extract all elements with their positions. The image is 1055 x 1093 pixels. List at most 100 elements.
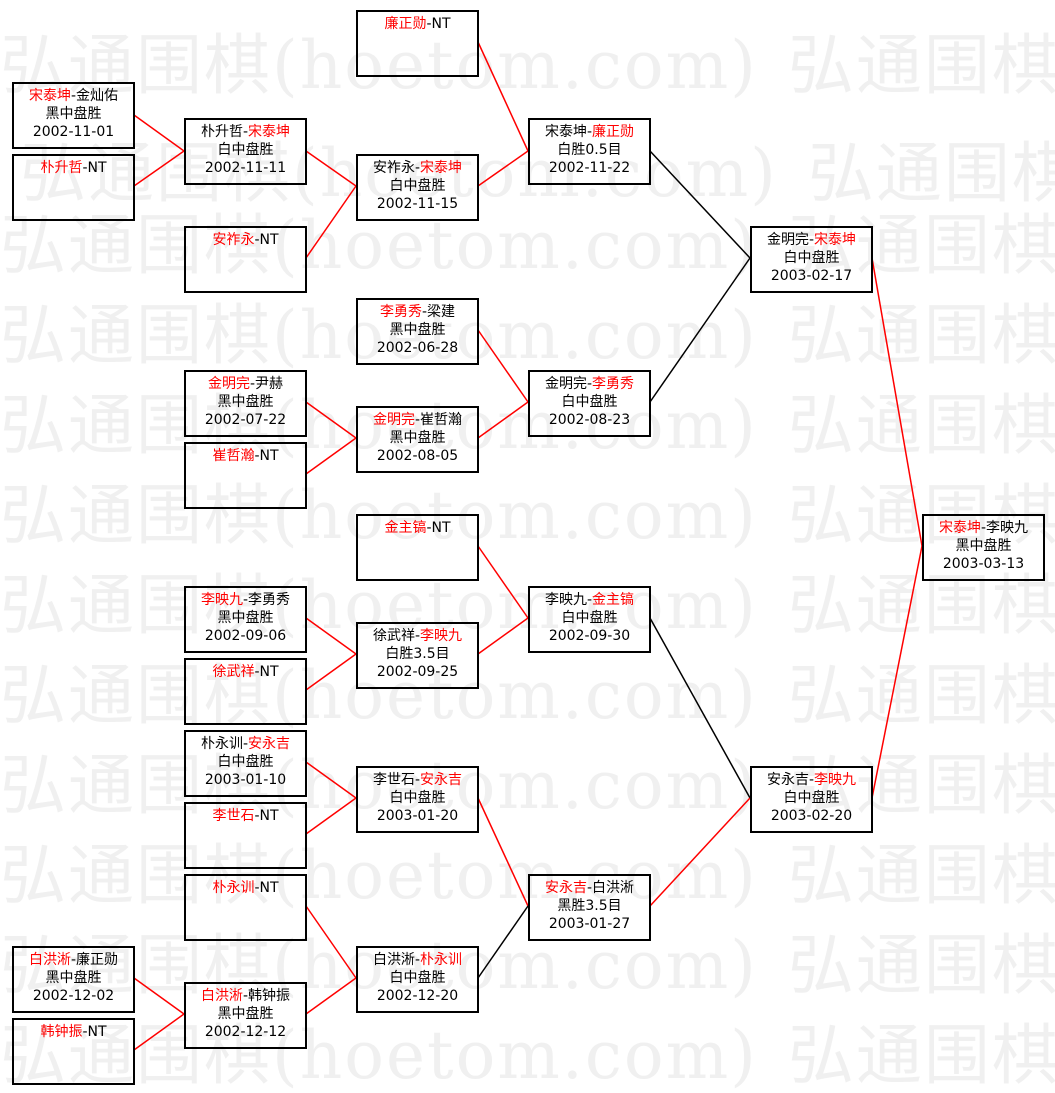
player-name: 崔哲瀚: [212, 448, 255, 464]
player-name: 朴永训: [200, 736, 243, 752]
player-name: NT: [87, 160, 107, 176]
match-date: 2003-01-20: [376, 808, 459, 824]
connector-line: [649, 617, 751, 799]
player-name: 李映九: [420, 628, 463, 644]
match-date: 2002-09-30: [548, 628, 631, 644]
player-name: 宋泰坤: [28, 88, 71, 104]
player-name: 安祚永: [212, 232, 255, 248]
player-name: 白洪淅: [372, 952, 415, 968]
connector-line: [477, 797, 529, 907]
player-name: 白洪淅: [592, 880, 635, 896]
watermark-text: 弘通围棋(hoetom.com)弘通围棋(hoetom.com): [0, 387, 1055, 464]
player-name: NT: [431, 520, 451, 536]
player-name: 李映九: [986, 520, 1029, 536]
match-box: 朴永训-安永吉 白中盘胜 2003-01-10: [184, 730, 307, 797]
match-box: 徐武祥-NT: [184, 658, 307, 725]
connector-line: [305, 185, 357, 259]
connector-line: [477, 150, 529, 187]
match-box: 崔哲瀚-NT: [184, 442, 307, 509]
connector-line: [305, 905, 357, 979]
match-result: 白中盘胜: [783, 790, 840, 806]
player-name: 李映九: [544, 592, 587, 608]
connector-line: [133, 1013, 185, 1051]
match-box: 宋泰坤-金灿佑 黑中盘胜 2002-11-01: [12, 82, 135, 149]
match-date: 2003-03-13: [942, 556, 1025, 572]
player-name: 安永吉: [766, 772, 809, 788]
match-result: 黑中盘胜: [217, 394, 274, 410]
match-box: 安祚永-宋泰坤 白中盘胜 2002-11-15: [356, 154, 479, 221]
player-name: 安永吉: [248, 736, 291, 752]
match-date: 2002-12-02: [32, 988, 115, 1004]
connector-line: [305, 437, 357, 475]
player-name: 韩钟振: [248, 988, 291, 1004]
match-result: 黑中盘胜: [45, 106, 102, 122]
match-box: 安永吉-白洪淅 黑胜3.5目 2003-01-27: [528, 874, 651, 941]
player-name: 李勇秀: [592, 376, 635, 392]
connector-line: [305, 401, 357, 439]
player-name: 徐武祥: [372, 628, 415, 644]
match-date: 2003-02-20: [770, 808, 853, 824]
match-result: 黑胜3.5目: [557, 898, 622, 914]
watermark-text: 弘通围棋(hoetom.com)弘通围棋(hoetom.com): [0, 657, 1055, 734]
match-box: 韩钟振-NT: [12, 1018, 135, 1085]
match-date: 2002-12-20: [376, 988, 459, 1004]
player-name: 朴永训: [420, 952, 463, 968]
player-name: 李勇秀: [379, 304, 422, 320]
match-result: 黑中盘胜: [955, 538, 1012, 554]
player-name: 梁建: [427, 304, 456, 320]
connector-line: [305, 150, 357, 187]
player-name: 朴升哲: [200, 124, 243, 140]
connector-line: [649, 257, 751, 403]
connector-line: [477, 905, 529, 979]
match-box: 白洪淅-韩钟振 黑中盘胜 2002-12-12: [184, 982, 307, 1049]
match-date: 2002-06-28: [376, 340, 459, 356]
connector-line: [305, 653, 357, 691]
watermark-text: 弘通围棋(hoetom.com)弘通围棋(hoetom.com): [0, 297, 1055, 374]
player-name: 韩钟振: [40, 1024, 83, 1040]
match-box: 李世石-NT: [184, 802, 307, 869]
match-box: 金主镐-NT: [356, 514, 479, 581]
connector-line: [133, 114, 185, 152]
connector-line: [649, 797, 751, 907]
match-result: 白胜0.5目: [557, 142, 622, 158]
connector-line: [305, 977, 357, 1015]
match-result: 白中盘胜: [561, 610, 618, 626]
match-box: 朴永训-NT: [184, 874, 307, 941]
match-date: 2002-09-06: [204, 628, 287, 644]
player-name: NT: [431, 16, 451, 32]
match-box: 安永吉-李映九 白中盘胜 2003-02-20: [750, 766, 873, 833]
player-name: 金明完: [766, 232, 809, 248]
connector-line: [477, 401, 529, 439]
match-date: 2002-07-22: [204, 412, 287, 428]
watermark-text: 弘通围棋(hoetom.com)弘通围棋(hoetom.com): [0, 747, 1055, 824]
final-match-box: 宋泰坤-李映九 黑中盘胜 2003-03-13: [922, 514, 1045, 581]
match-date: 2002-11-15: [376, 196, 459, 212]
player-name: 廉正勋: [76, 952, 119, 968]
player-name: NT: [259, 808, 279, 824]
match-result: 白中盘胜: [389, 178, 446, 194]
match-result: 白中盘胜: [561, 394, 618, 410]
match-date: 2002-09-25: [376, 664, 459, 680]
match-result: 白中盘胜: [389, 970, 446, 986]
connector-line: [477, 41, 529, 152]
match-box: 李世石-安永吉 白中盘胜 2003-01-20: [356, 766, 479, 833]
player-name: 白洪淅: [28, 952, 71, 968]
player-name: 李映九: [200, 592, 243, 608]
player-name: 金主镐: [592, 592, 635, 608]
match-box: 金明完-崔哲瀚 黑中盘胜 2002-08-05: [356, 406, 479, 473]
player-name: 金明完: [207, 376, 250, 392]
connector-line: [477, 545, 529, 619]
player-name: 金主镐: [384, 520, 427, 536]
match-box: 白洪淅-廉正勋 黑中盘胜 2002-12-02: [12, 946, 135, 1013]
watermark-text: 弘通围棋(hoetom.com)弘通围棋(hoetom.com): [0, 1017, 1055, 1093]
player-name: 李世石: [372, 772, 415, 788]
player-name: 安祚永: [372, 160, 415, 176]
connector-line: [871, 545, 923, 799]
player-name: NT: [259, 448, 279, 464]
match-date: 2002-11-11: [204, 160, 287, 176]
player-name: 宋泰坤: [544, 124, 587, 140]
connector-line: [305, 797, 357, 835]
match-box: 李勇秀-梁建 黑中盘胜 2002-06-28: [356, 298, 479, 365]
player-name: 李世石: [212, 808, 255, 824]
